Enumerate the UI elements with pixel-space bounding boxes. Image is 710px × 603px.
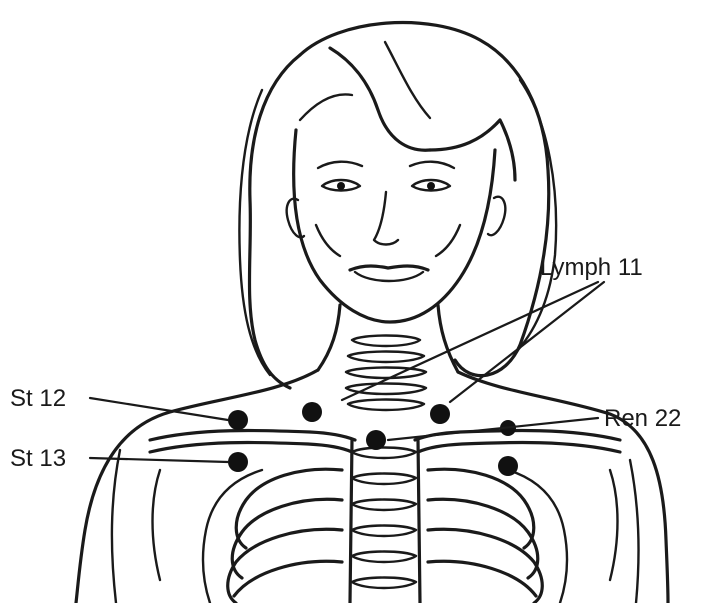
point-lymph11-right <box>430 404 450 424</box>
leader-ren22 <box>388 418 598 440</box>
point-ren22 <box>366 430 386 450</box>
point-st12-left <box>228 410 248 430</box>
point-st13-left <box>228 452 248 472</box>
point-st13-right <box>498 456 518 476</box>
leader-lymph11-b <box>450 282 604 402</box>
label-st12: St 12 <box>10 385 66 412</box>
pressure-points <box>228 402 518 476</box>
leader-lymph11-a <box>342 282 598 400</box>
labels: Lymph 11 St 12 St 13 Ren 22 <box>10 254 681 472</box>
point-lymph11-left <box>302 402 322 422</box>
spine <box>346 336 426 603</box>
label-lymph11: Lymph 11 <box>540 254 643 281</box>
shoulders <box>76 370 668 603</box>
label-ren22: Ren 22 <box>604 405 681 432</box>
label-st13: St 13 <box>10 445 66 472</box>
face <box>287 130 506 322</box>
leader-st13 <box>90 458 228 462</box>
